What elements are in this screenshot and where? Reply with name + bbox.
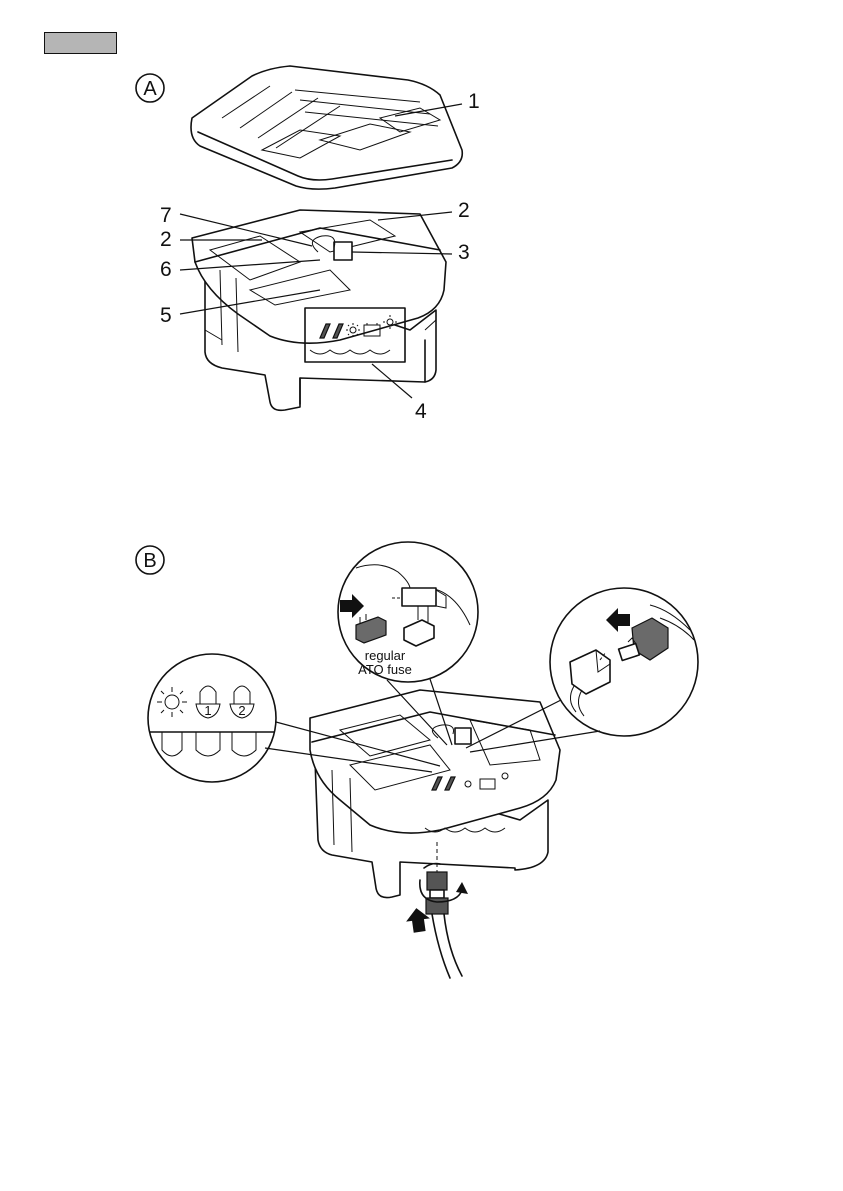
fuse-label-line2: ATO fuse bbox=[358, 662, 412, 677]
callout-6: 6 bbox=[160, 258, 172, 281]
callout-1: 1 bbox=[468, 90, 480, 113]
figure-b: B bbox=[136, 542, 698, 978]
callout-2-right: 2 bbox=[458, 199, 470, 222]
bulb-2-label: 2 bbox=[238, 703, 245, 718]
callout-3: 3 bbox=[458, 241, 470, 264]
figure-a: A bbox=[136, 66, 480, 423]
housing-lid bbox=[191, 66, 462, 189]
figure-b-label: B bbox=[143, 550, 156, 572]
bulb-1-label: 1 bbox=[204, 703, 211, 718]
housing-box-open bbox=[310, 690, 560, 898]
callout-5: 5 bbox=[160, 304, 172, 327]
callout-7: 7 bbox=[160, 204, 172, 227]
figure-a-label: A bbox=[143, 78, 157, 100]
callout-2-left: 2 bbox=[160, 228, 172, 251]
fuse-label-line1: regular bbox=[365, 648, 406, 663]
callout-4: 4 bbox=[415, 400, 427, 423]
